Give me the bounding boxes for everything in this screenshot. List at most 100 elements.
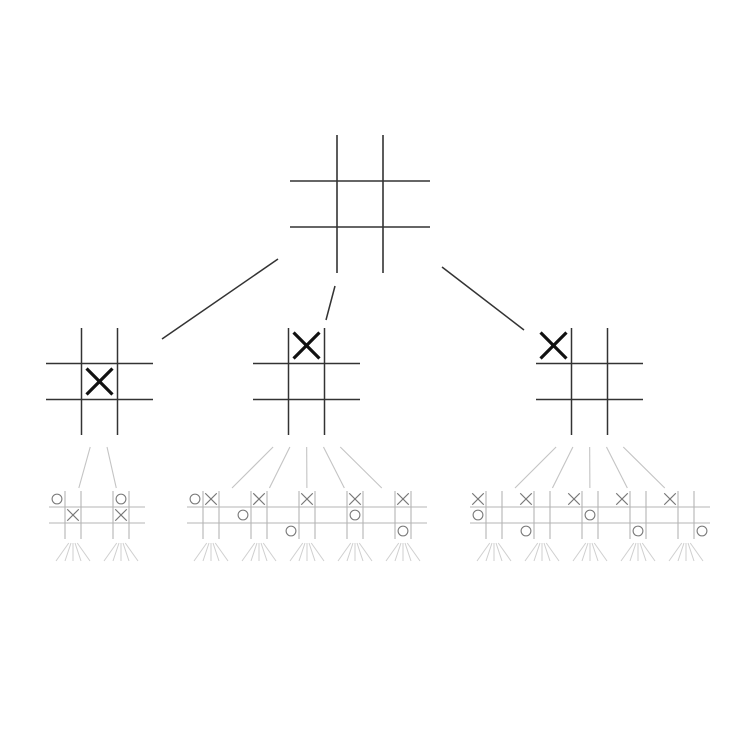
continuation-stub bbox=[497, 542, 512, 562]
o-mark-icon bbox=[397, 525, 409, 537]
x-mark-icon bbox=[519, 492, 533, 506]
level2-board bbox=[614, 491, 662, 539]
continuation-stub bbox=[641, 542, 656, 562]
o-mark-icon bbox=[237, 509, 249, 521]
level1-board-center bbox=[46, 328, 153, 435]
tree-edge bbox=[161, 258, 279, 340]
x-mark-icon bbox=[204, 492, 218, 506]
continuation-stub bbox=[241, 542, 256, 562]
continuation-stub bbox=[202, 542, 210, 562]
continuation-stub bbox=[358, 542, 373, 562]
continuation-stub bbox=[262, 542, 277, 562]
continuation-stub bbox=[64, 542, 72, 562]
continuation-stub bbox=[485, 542, 493, 562]
x-mark-icon bbox=[663, 492, 677, 506]
o-mark-icon bbox=[472, 509, 484, 521]
tree-edge bbox=[605, 446, 628, 489]
continuation-stub bbox=[394, 542, 402, 562]
continuation-stub bbox=[495, 542, 503, 562]
tree-edge bbox=[622, 446, 666, 489]
continuation-stub bbox=[298, 542, 306, 562]
continuation-stub bbox=[212, 542, 220, 562]
continuation-stub bbox=[533, 542, 541, 562]
x-mark-icon bbox=[85, 367, 114, 396]
continuation-stub bbox=[337, 542, 352, 562]
x-mark-icon bbox=[114, 508, 128, 522]
tree-edge bbox=[441, 266, 525, 331]
level2-board bbox=[187, 491, 235, 539]
continuation-stub bbox=[356, 542, 364, 562]
continuation-stub bbox=[310, 542, 325, 562]
continuation-stub bbox=[112, 542, 120, 562]
continuation-stub bbox=[593, 542, 608, 562]
x-mark-icon bbox=[396, 492, 410, 506]
tree-edge bbox=[551, 446, 574, 489]
x-mark-icon bbox=[300, 492, 314, 506]
continuation-stub bbox=[668, 542, 683, 562]
continuation-stub bbox=[629, 542, 637, 562]
tree-edge bbox=[78, 446, 91, 489]
continuation-stub bbox=[689, 542, 704, 562]
tree-edge bbox=[268, 446, 291, 489]
continuation-stub bbox=[591, 542, 599, 562]
o-mark-icon bbox=[51, 493, 63, 505]
continuation-stub bbox=[687, 542, 695, 562]
continuation-stub bbox=[346, 542, 354, 562]
o-mark-icon bbox=[632, 525, 644, 537]
continuation-stub bbox=[214, 542, 229, 562]
x-mark-icon bbox=[567, 492, 581, 506]
continuation-stub bbox=[406, 542, 421, 562]
continuation-stub bbox=[260, 542, 268, 562]
o-mark-icon bbox=[189, 493, 201, 505]
continuation-stubs bbox=[55, 542, 704, 562]
tree-edge bbox=[106, 446, 117, 489]
continuation-stub bbox=[122, 542, 130, 562]
tree-edge bbox=[339, 446, 383, 489]
o-mark-icon bbox=[584, 509, 596, 521]
continuation-stub bbox=[639, 542, 647, 562]
x-mark-icon bbox=[471, 492, 485, 506]
continuation-stub bbox=[404, 542, 412, 562]
continuation-stub bbox=[677, 542, 685, 562]
tree-boards bbox=[46, 135, 710, 539]
x-mark-icon bbox=[615, 492, 629, 506]
continuation-stub bbox=[308, 542, 316, 562]
root-board bbox=[290, 135, 430, 273]
continuation-stub bbox=[545, 542, 560, 562]
level1-board-corner bbox=[536, 328, 643, 435]
continuation-stub bbox=[620, 542, 635, 562]
o-mark-icon bbox=[696, 525, 708, 537]
o-mark-icon bbox=[349, 509, 361, 521]
continuation-stub bbox=[124, 542, 139, 562]
level2-board bbox=[379, 491, 427, 539]
continuation-stub bbox=[250, 542, 258, 562]
level1-board-edge bbox=[253, 328, 360, 435]
continuation-stub bbox=[476, 542, 491, 562]
x-mark-icon bbox=[252, 492, 266, 506]
x-mark-icon bbox=[66, 508, 80, 522]
continuation-stub bbox=[385, 542, 400, 562]
level2-board bbox=[331, 491, 379, 539]
level2-board bbox=[566, 491, 614, 539]
level2-board bbox=[283, 491, 331, 539]
o-mark-icon bbox=[115, 493, 127, 505]
tree-edge bbox=[325, 285, 336, 321]
level2-board bbox=[97, 491, 145, 539]
o-mark-icon bbox=[285, 525, 297, 537]
continuation-stub bbox=[193, 542, 208, 562]
level2-board bbox=[662, 491, 710, 539]
level2-board bbox=[518, 491, 566, 539]
level2-board bbox=[49, 491, 97, 539]
continuation-stub bbox=[581, 542, 589, 562]
continuation-stub bbox=[289, 542, 304, 562]
continuation-stub bbox=[524, 542, 539, 562]
x-mark-icon bbox=[539, 331, 568, 360]
tree-edges bbox=[78, 258, 666, 489]
continuation-stub bbox=[572, 542, 587, 562]
o-mark-icon bbox=[520, 525, 532, 537]
continuation-stub bbox=[103, 542, 118, 562]
level2-board bbox=[470, 491, 518, 539]
tree-edge bbox=[514, 446, 557, 489]
level2-board bbox=[235, 491, 283, 539]
